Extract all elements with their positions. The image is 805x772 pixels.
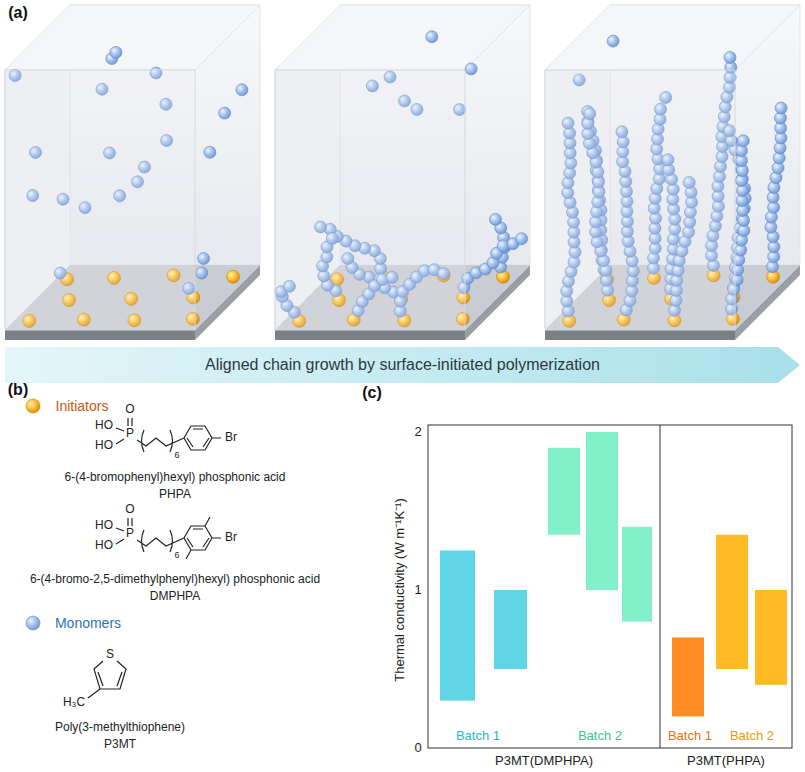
range-bar <box>622 527 652 622</box>
compound-name: 6-(4-bromophenyl)hexyl) phosphonic acid <box>65 471 286 485</box>
subscript-label: 6 <box>173 450 180 460</box>
panel-label: (b) <box>8 381 28 399</box>
batch-label: Batch 2 <box>730 729 774 744</box>
atom-label: HO <box>94 439 114 453</box>
atom-label: P <box>125 427 135 441</box>
atom-label: HO <box>94 519 114 533</box>
compound-name: Poly(3-methylthiophene) <box>55 721 185 735</box>
monomer-bead <box>110 46 122 58</box>
monomer-bead <box>465 63 477 75</box>
group-label: P3MT(PHPA) <box>687 754 765 769</box>
group-heading: Monomers <box>55 615 121 631</box>
chart-divider <box>660 425 661 748</box>
range-bar <box>586 432 618 590</box>
cube-top <box>5 5 260 70</box>
substrate-side <box>545 330 735 340</box>
group-heading: Initiators <box>56 398 109 414</box>
subscript-label: 6 <box>173 550 180 560</box>
reaction-cube <box>545 5 800 340</box>
reaction-cube <box>5 5 260 340</box>
range-bar <box>548 448 580 535</box>
atom-label: HO <box>94 419 114 433</box>
range-bar <box>755 590 787 685</box>
atom-label: P <box>125 527 135 541</box>
initiator-symbol <box>26 399 40 413</box>
chart-frame <box>428 425 792 748</box>
range-bar <box>672 637 704 716</box>
tick-label: 2 <box>414 425 421 440</box>
monomer-bead <box>516 233 528 245</box>
range-bar <box>716 535 748 669</box>
tick-label: 0 <box>414 741 421 756</box>
cube-front-face <box>5 70 195 330</box>
phpa-bonds <box>116 418 221 452</box>
axis-title: Thermal conductivity (W m⁻¹K⁻¹) <box>393 498 408 682</box>
arrow-fill <box>5 347 800 383</box>
batch-label: Batch 2 <box>578 729 622 744</box>
monomer-bead <box>204 146 216 158</box>
panel-label: (c) <box>362 384 382 402</box>
initiator-bead <box>227 270 240 283</box>
atom-label: HO <box>94 539 114 553</box>
arrow-label: Aligned chain growth by surface-initiate… <box>205 356 600 374</box>
monomer-bead <box>775 102 787 114</box>
monomer-bead <box>236 84 248 96</box>
monomer-bead <box>607 35 619 47</box>
compound-abbrev: DMPHPA <box>150 590 200 604</box>
monomer-bead <box>724 51 736 63</box>
cube-front-face <box>275 70 465 330</box>
monomer-bead <box>426 31 438 43</box>
monomer-bead <box>737 135 749 147</box>
reaction-cubes <box>5 5 800 340</box>
substrate-side <box>5 330 195 340</box>
monomer-bead <box>198 253 210 265</box>
range-bar <box>440 551 475 701</box>
batch-label: Batch 1 <box>668 729 712 744</box>
cube-top <box>275 5 530 70</box>
atom-label: Br <box>224 531 238 545</box>
panel-label: (a) <box>8 4 28 22</box>
atom-label: Br <box>224 431 238 445</box>
monomer-bead <box>490 213 502 225</box>
range-bar <box>494 590 527 669</box>
monomer-bead <box>219 107 231 119</box>
monomer-bead <box>196 267 208 279</box>
atom-label: S <box>105 648 115 662</box>
dmphpa-bonds <box>116 517 221 559</box>
atom-label: O <box>124 503 135 517</box>
batch-label: Batch 1 <box>456 729 500 744</box>
cube-top <box>545 5 800 70</box>
substrate-side <box>275 330 465 340</box>
atom-label: H₃C <box>62 696 86 710</box>
thiophene-bonds <box>88 661 126 698</box>
compound-abbrev: P3MT <box>104 738 136 752</box>
monomer-symbol <box>26 616 40 630</box>
tick-label: 1 <box>414 583 421 598</box>
atom-label: O <box>124 403 135 417</box>
compound-name: 6-(4-bromo-2,5-dimethylphenyl)hexyl) pho… <box>30 573 320 587</box>
group-label: P3MT(DMPHPA) <box>495 754 593 769</box>
cube-front-face <box>545 70 735 330</box>
reaction-cube <box>275 5 530 340</box>
process-arrow: Aligned chain growth by surface-initiate… <box>5 347 800 383</box>
compound-abbrev: PHPA <box>159 488 191 502</box>
